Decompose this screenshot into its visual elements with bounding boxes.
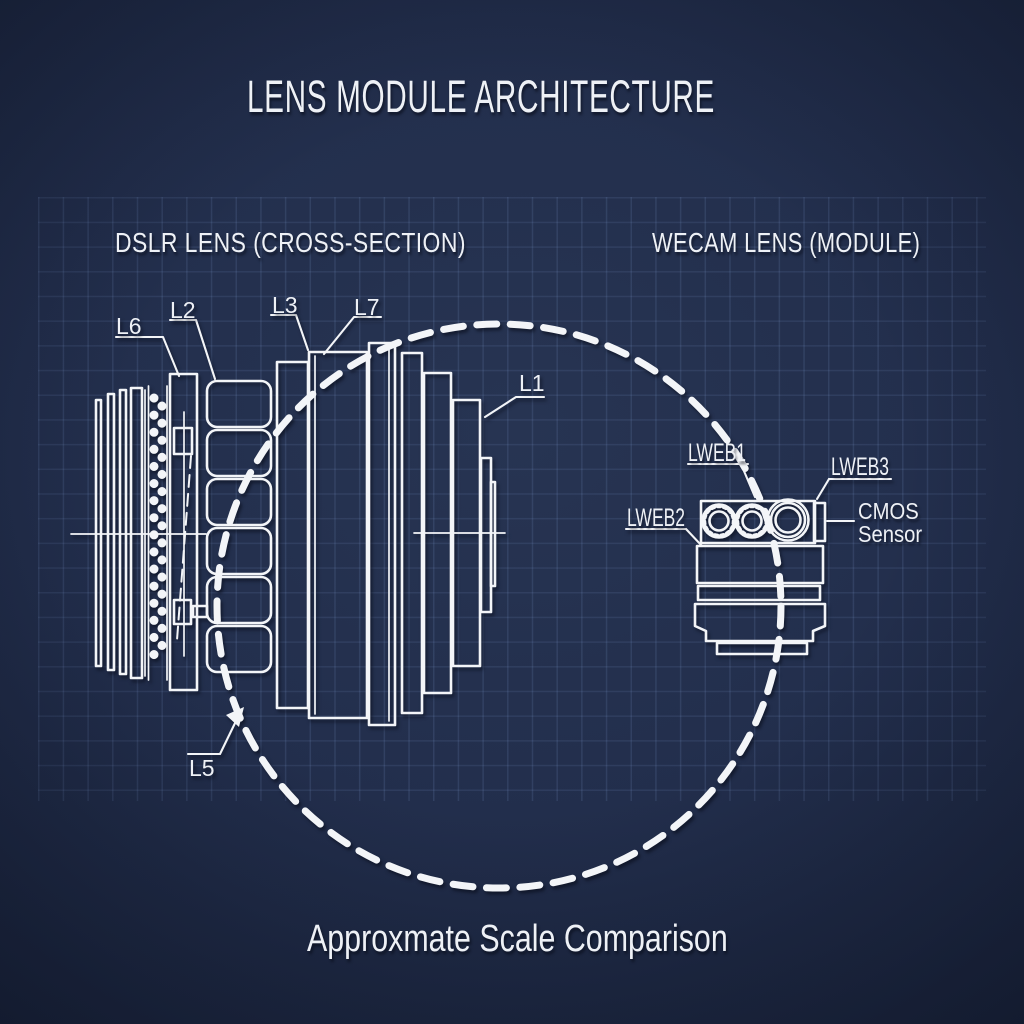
dslr-lens-drawing	[70, 341, 506, 727]
webcam-lens-circle-1	[701, 503, 737, 539]
scale-comparison-circle	[213, 320, 785, 892]
lens-barrel-sections	[275, 341, 497, 727]
label-cmos-line2: Sensor	[858, 521, 923, 547]
focus-mechanism	[168, 372, 209, 692]
leader-lines	[114, 313, 893, 756]
label-l6: L6	[116, 313, 142, 339]
section-heading-webcam: WECAM LENS (MODULE)	[652, 227, 921, 258]
leader-l2	[168, 318, 217, 381]
knurled-focus-ring	[147, 385, 168, 681]
label-cmos-sensor: CMOS Sensor	[858, 500, 922, 546]
leader-l5	[186, 717, 239, 756]
label-l2: L2	[170, 297, 196, 323]
label-cmos-line1: CMOS	[858, 498, 919, 524]
page-title: LENS MODULE ARCHITECTURE	[247, 71, 716, 122]
webcam-base	[693, 544, 827, 656]
cmos-sensor-plate	[812, 501, 827, 543]
label-lweb1: LWEB1	[688, 439, 747, 467]
lens-mount-rings	[94, 386, 146, 680]
caption-scale-comparison: Approxmate Scale Comparison	[307, 918, 728, 960]
label-l3: L3	[272, 292, 298, 318]
label-lweb3: LWEB3	[831, 453, 890, 481]
leader-l3	[269, 313, 310, 352]
webcam-module-drawing	[693, 498, 827, 656]
label-l1: L1	[519, 370, 545, 396]
leader-l1	[483, 395, 546, 419]
leader-lweb2	[684, 527, 704, 548]
leader-l7	[322, 315, 383, 356]
label-l7: L7	[354, 294, 380, 320]
section-heading-dslr: DSLR LENS (CROSS-SECTION)	[115, 227, 466, 258]
leader-l5-arrowhead	[226, 707, 244, 727]
label-lweb2: LWEB2	[627, 504, 686, 532]
leader-lweb3	[815, 477, 831, 501]
zoom-ring-segments	[205, 379, 273, 674]
leader-l6	[114, 335, 181, 378]
label-l5: L5	[189, 755, 215, 781]
leader-lweb1	[739, 462, 757, 499]
webcam-lens-circle-3	[766, 498, 810, 542]
